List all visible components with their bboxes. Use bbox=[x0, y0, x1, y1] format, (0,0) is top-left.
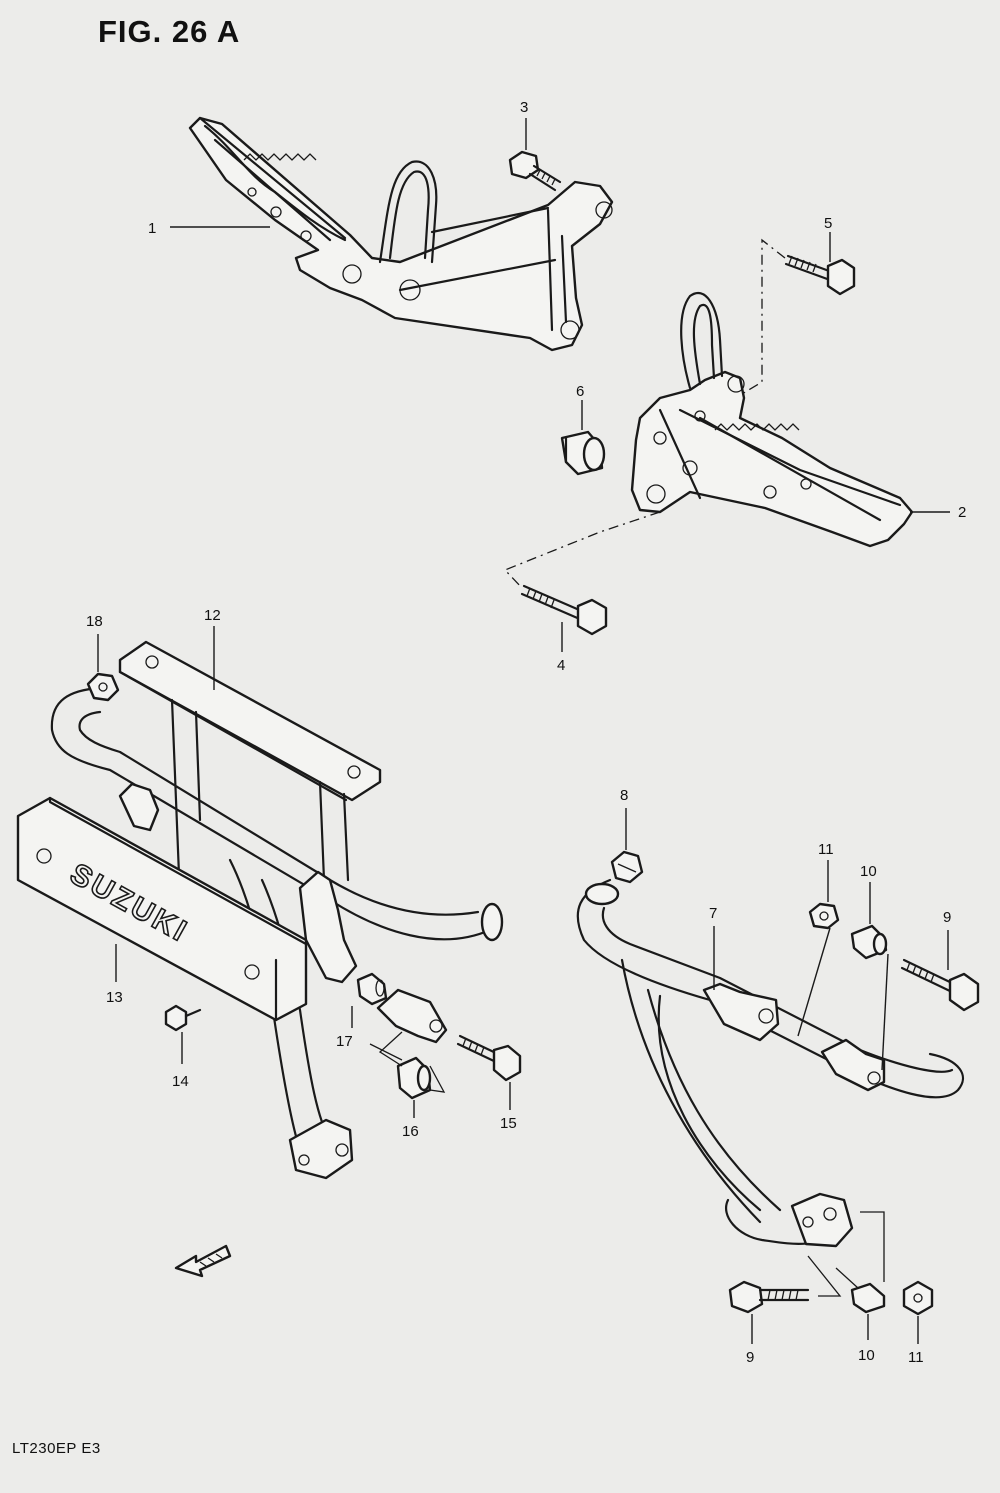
callout-18: 18 bbox=[86, 613, 103, 630]
callout-11-upper: 11 bbox=[818, 841, 834, 858]
right-footrest bbox=[630, 291, 914, 548]
spacer-10-lower bbox=[850, 1282, 886, 1314]
callout-8: 8 bbox=[620, 787, 628, 804]
mount-arm bbox=[376, 988, 448, 1044]
front-mount-bracket-12 bbox=[118, 640, 382, 902]
figure-title: FIG. 26 A bbox=[98, 14, 241, 49]
spacer-16 bbox=[369, 1031, 446, 1100]
bushing-6 bbox=[560, 430, 606, 476]
bolt-4 bbox=[520, 584, 608, 636]
callout-6: 6 bbox=[576, 383, 584, 400]
front-guard-tube bbox=[50, 686, 504, 1180]
collar-17 bbox=[356, 972, 388, 1006]
bolt-9-lower bbox=[728, 1280, 810, 1314]
callout-7: 7 bbox=[709, 905, 717, 922]
bolt-15 bbox=[456, 1034, 522, 1082]
bolt-3 bbox=[508, 150, 562, 192]
callout-16: 16 bbox=[402, 1123, 419, 1140]
bolt-9-upper bbox=[900, 958, 980, 1012]
front-direction-arrow bbox=[174, 1244, 232, 1278]
nut-11-upper bbox=[808, 902, 840, 930]
callout-17: 17 bbox=[336, 1033, 353, 1050]
suzuki-nameplate-13: SUZUKI bbox=[16, 796, 308, 1022]
callout-15: 15 bbox=[500, 1115, 517, 1132]
nut-11-lower bbox=[902, 1280, 934, 1316]
bolt-5 bbox=[784, 254, 856, 296]
callout-10-lower: 10 bbox=[858, 1347, 875, 1364]
rear-guard-7 bbox=[576, 878, 964, 1248]
nut-8 bbox=[610, 850, 644, 884]
callout-numbers: 1 2 3 4 5 6 7 8 9 9 10 10 11 11 12 13 14… bbox=[86, 99, 966, 1366]
callout-14: 14 bbox=[172, 1073, 189, 1090]
callout-11-lower: 11 bbox=[908, 1349, 924, 1366]
callout-9-upper: 9 bbox=[943, 909, 951, 926]
model-code: LT230EP E3 bbox=[12, 1440, 101, 1457]
left-footrest-bracket bbox=[188, 116, 614, 352]
callout-4: 4 bbox=[557, 657, 565, 674]
callout-1: 1 bbox=[148, 220, 156, 237]
nut-18 bbox=[86, 672, 120, 702]
screw-14 bbox=[164, 1004, 202, 1064]
callout-13: 13 bbox=[106, 989, 123, 1006]
callout-12: 12 bbox=[204, 607, 221, 624]
callout-2: 2 bbox=[958, 504, 966, 521]
callout-3: 3 bbox=[520, 99, 528, 116]
callout-9-lower: 9 bbox=[746, 1349, 754, 1366]
callout-10-upper: 10 bbox=[860, 863, 877, 880]
spacer-10-upper bbox=[850, 924, 888, 960]
callout-5: 5 bbox=[824, 215, 832, 232]
